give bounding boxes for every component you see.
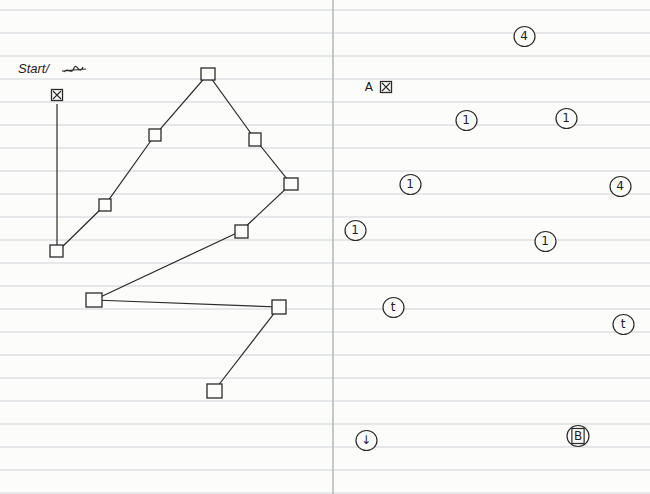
circled-number: 4 (513, 25, 536, 48)
node-text: 1 (562, 112, 570, 124)
node-text: 1 (541, 235, 549, 247)
node-text: t (391, 301, 396, 313)
rule-line (0, 309, 650, 310)
rule-line (0, 332, 650, 333)
circled-number: 1 (455, 109, 478, 132)
waypoint-square (249, 133, 261, 146)
rule-line (0, 102, 650, 103)
node-text: Start/ (18, 62, 49, 75)
rule-line (0, 286, 650, 287)
node-text: 4 (616, 180, 624, 192)
rule-line (0, 355, 650, 356)
page-fold (332, 0, 334, 494)
node-text: t (621, 318, 626, 330)
hand-circle (356, 430, 377, 450)
hand-circle (383, 297, 404, 317)
hand-circle (514, 26, 535, 46)
circled-number: ↓ (355, 429, 378, 452)
rule-line (0, 33, 650, 34)
node-text: ↓ (361, 434, 371, 446)
square-outline (52, 90, 63, 101)
rule-line (0, 148, 650, 149)
rule-line (0, 125, 650, 126)
circled-number: 1 (344, 219, 367, 242)
square-outline (381, 82, 392, 93)
rule-line (0, 493, 650, 494)
waypoint-square (201, 68, 215, 80)
circled-number: t (382, 296, 405, 319)
labeled-marker: A (365, 81, 392, 93)
rule-line (0, 470, 650, 471)
rule-line (0, 10, 650, 11)
waypoint-square (284, 178, 298, 190)
rule-line (0, 171, 650, 172)
rule-line (0, 401, 650, 402)
waypoint-square (207, 384, 222, 398)
hand-circle (556, 108, 577, 128)
rule-line (0, 447, 650, 448)
hand-circle (613, 314, 634, 334)
circled-number: t (612, 313, 635, 336)
hand-circle (400, 174, 421, 194)
hand-circle (345, 220, 366, 240)
path-squares (50, 68, 298, 398)
hand-circle (535, 231, 556, 251)
node-text: A (365, 81, 373, 93)
start-marker: Start/ (18, 62, 63, 101)
waypoint-square (149, 129, 161, 141)
square-cross (382, 83, 390, 91)
rule-line (0, 263, 650, 264)
waypoint-square (86, 293, 102, 307)
node-text: 1 (406, 178, 414, 190)
circled-number: 1 (534, 230, 557, 253)
path-sketch (57, 74, 291, 391)
crossed-square (380, 81, 392, 93)
hand-circle (567, 426, 589, 447)
path-line (57, 74, 291, 391)
crossed-square (51, 89, 63, 101)
rule-line (0, 378, 650, 379)
circled-number: 1 (399, 173, 422, 196)
inner-square (572, 429, 584, 444)
circled-number: B (566, 424, 590, 448)
ruled-lines (0, 10, 650, 493)
node-text: B (574, 430, 582, 442)
rule-line (0, 194, 650, 195)
circled-number: 1 (555, 107, 578, 130)
waypoint-square (272, 300, 286, 314)
node-text: 1 (462, 114, 470, 126)
waypoint-square (99, 199, 111, 211)
node-text: 4 (520, 30, 528, 42)
hand-circle (456, 110, 477, 130)
node-text: 1 (351, 224, 359, 236)
circled-number: 4 (609, 175, 632, 198)
rule-line (0, 217, 650, 218)
square-cross (53, 91, 61, 99)
hand-circle (610, 176, 631, 196)
rule-line (0, 424, 650, 425)
rule-line (0, 56, 650, 57)
waypoint-square (50, 245, 63, 257)
crossed-out-scribble (62, 66, 86, 72)
path-line (56, 104, 57, 246)
rule-line (0, 79, 650, 80)
waypoint-square (235, 225, 248, 238)
